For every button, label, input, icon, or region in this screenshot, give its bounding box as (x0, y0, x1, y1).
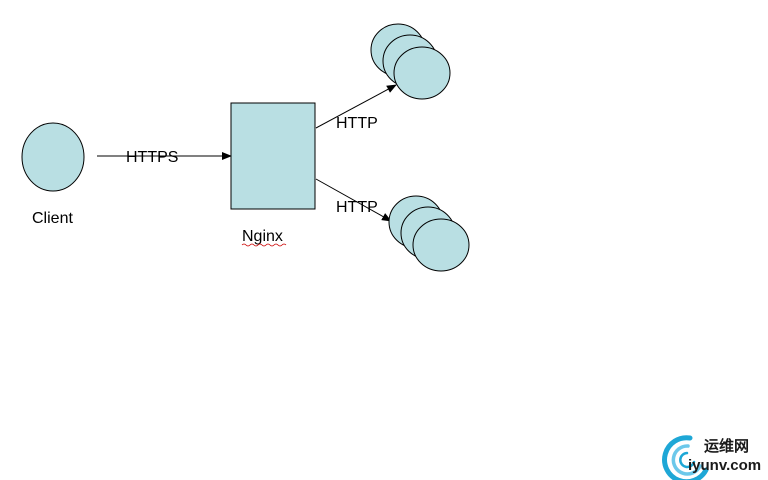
nginx-to-upper-arrow (315, 84, 397, 129)
watermark-text-en: iyunv.com (688, 457, 761, 474)
client-label: Client (32, 210, 73, 227)
swirl-logo-icon (662, 435, 709, 480)
nginx-to-upper-label: HTTP (336, 115, 378, 132)
lower-backend-group (388, 195, 470, 272)
nginx-spellcheck-underline (241, 243, 287, 247)
nginx-to-lower-label: HTTP (336, 199, 378, 216)
nginx-node (230, 102, 316, 210)
watermark-text-cn: 运维网 (704, 437, 749, 455)
client-to-nginx-label: HTTPS (126, 149, 178, 166)
lower-backend-node-3 (412, 218, 470, 272)
nginx-to-lower-arrow (315, 178, 392, 222)
watermark: 运维网 iyunv.com (662, 435, 761, 480)
upper-backend-node-3 (393, 46, 451, 100)
client-node (21, 122, 85, 192)
upper-backend-group (370, 23, 451, 100)
nginx-label: Nginx (242, 228, 283, 245)
